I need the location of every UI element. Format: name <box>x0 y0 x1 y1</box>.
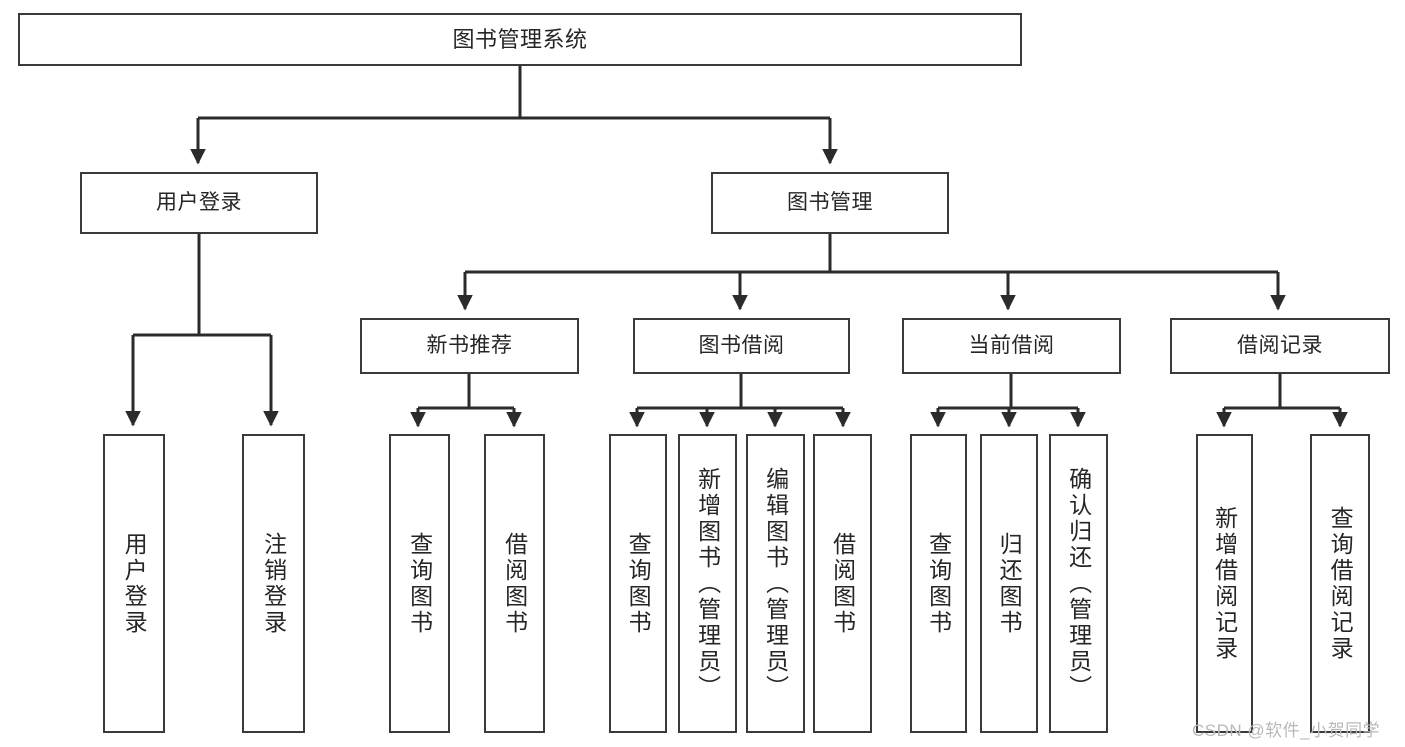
node-leaf-borrow-book-2[interactable]: 借阅图书 <box>813 434 872 733</box>
node-leaf-borrow-book-1[interactable]: 借阅图书 <box>484 434 545 733</box>
node-leaf-query-record-label: 查询借阅记录 <box>1327 505 1354 662</box>
node-leaf-logout-label: 注销登录 <box>260 531 287 636</box>
node-leaf-return-book[interactable]: 归还图书 <box>980 434 1038 733</box>
node-leaf-query-book-1[interactable]: 查询图书 <box>389 434 450 733</box>
node-leaf-query-book-3-label: 查询图书 <box>925 531 952 636</box>
node-leaf-query-record[interactable]: 查询借阅记录 <box>1310 434 1370 733</box>
node-leaf-query-book-2-label: 查询图书 <box>625 531 652 636</box>
node-leaf-borrow-book-1-label: 借阅图书 <box>501 531 528 636</box>
node-leaf-edit-book-label: 编辑图书（管理员） <box>762 466 789 701</box>
node-leaf-add-book-label: 新增图书（管理员） <box>694 466 721 701</box>
node-leaf-return-book-label: 归还图书 <box>996 531 1023 636</box>
node-new-book-recommend-label: 新书推荐 <box>426 333 513 357</box>
node-leaf-user-login-label: 用户登录 <box>121 531 148 636</box>
node-leaf-query-book-2[interactable]: 查询图书 <box>609 434 667 733</box>
node-leaf-add-book[interactable]: 新增图书（管理员） <box>678 434 737 733</box>
node-book-borrow-label: 图书借阅 <box>698 333 785 357</box>
node-leaf-edit-book[interactable]: 编辑图书（管理员） <box>746 434 805 733</box>
node-user-login-label: 用户登录 <box>156 190 242 214</box>
node-user-login[interactable]: 用户登录 <box>80 172 318 234</box>
node-current-borrow[interactable]: 当前借阅 <box>902 318 1121 374</box>
node-current-borrow-label: 当前借阅 <box>968 333 1055 357</box>
node-leaf-add-record-label: 新增借阅记录 <box>1211 505 1238 662</box>
node-root[interactable]: 图书管理系统 <box>18 13 1022 66</box>
node-borrow-record[interactable]: 借阅记录 <box>1170 318 1390 374</box>
node-leaf-borrow-book-2-label: 借阅图书 <box>829 531 856 636</box>
node-leaf-query-book-3[interactable]: 查询图书 <box>910 434 967 733</box>
csdn-watermark: CSDN @软件_小贺同学 <box>1192 721 1381 740</box>
node-book-manage-label: 图书管理 <box>787 190 873 214</box>
node-leaf-add-record[interactable]: 新增借阅记录 <box>1196 434 1253 733</box>
node-book-borrow[interactable]: 图书借阅 <box>633 318 850 374</box>
node-root-label: 图书管理系统 <box>452 26 588 52</box>
node-borrow-record-label: 借阅记录 <box>1237 333 1323 357</box>
node-book-manage[interactable]: 图书管理 <box>711 172 949 234</box>
node-new-book-recommend[interactable]: 新书推荐 <box>360 318 579 374</box>
node-leaf-query-book-1-label: 查询图书 <box>406 531 433 636</box>
node-leaf-confirm-return[interactable]: 确认归还（管理员） <box>1049 434 1108 733</box>
node-leaf-confirm-return-label: 确认归还（管理员） <box>1065 466 1092 701</box>
node-leaf-logout[interactable]: 注销登录 <box>242 434 305 733</box>
node-leaf-user-login[interactable]: 用户登录 <box>103 434 165 733</box>
